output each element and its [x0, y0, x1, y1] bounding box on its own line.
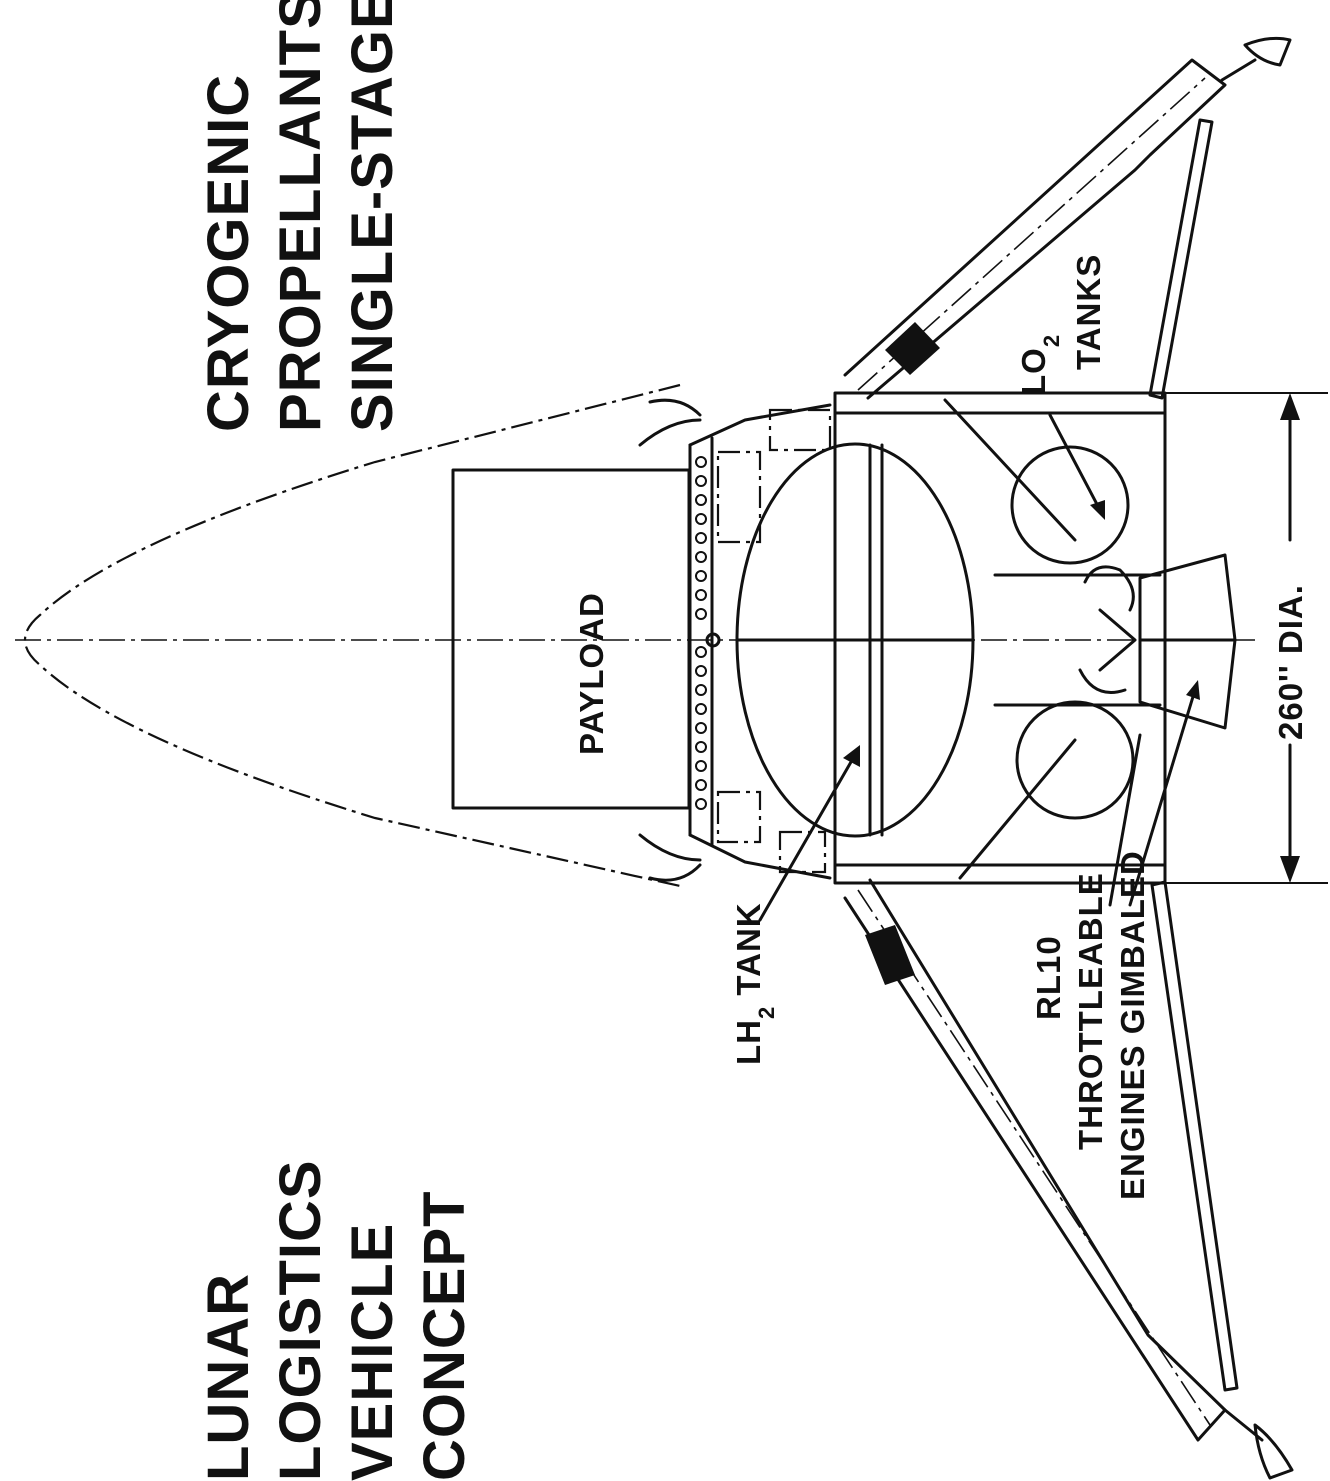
- footpad-upper-right: [1220, 36, 1292, 82]
- rivet: [695, 798, 707, 810]
- payload-label: PAYLOAD: [573, 592, 610, 755]
- lh2-tank-label: LH2 TANK: [730, 902, 779, 1065]
- equipment-box-upper: [716, 450, 762, 544]
- fairing-hinge-lower: [638, 833, 702, 882]
- rivet: [695, 779, 707, 791]
- fairing-hinge-upper: [638, 398, 702, 447]
- leg-upper-collar: [885, 322, 940, 375]
- engine-leader-1: [1108, 733, 1142, 907]
- lo2-leader: [1048, 413, 1102, 512]
- stage-structure: [833, 391, 1167, 885]
- equipment-box-corner-1: [768, 408, 832, 452]
- title-right-line-2: PROPELLANTS: [268, 0, 333, 432]
- engine-plumbing: [1078, 565, 1137, 694]
- rivet: [695, 513, 707, 525]
- engine-leader-2: [1128, 688, 1197, 907]
- rivet: [695, 608, 707, 620]
- equipment-box-corner-2: [778, 830, 827, 874]
- lh2-leader-head: [843, 745, 860, 767]
- lo2-tanks-label: TANKS: [1070, 254, 1107, 370]
- equipment-box-lower: [716, 790, 762, 844]
- rivet: [695, 551, 707, 563]
- title-left-line-2: LOGISTICS: [268, 1159, 333, 1481]
- engine-label-line-3: ENGINES GIMBALED: [1114, 850, 1151, 1200]
- rivet: [695, 475, 707, 487]
- rivet: [695, 684, 707, 696]
- engine-bell-upper: [1138, 553, 1237, 642]
- diameter-arrow-down: [1280, 856, 1300, 883]
- adapter-center-pin: [705, 632, 721, 648]
- title-right-line-1: CRYOGENIC: [196, 74, 261, 432]
- leg-lower-collar: [865, 925, 915, 985]
- engine-bell-lower: [1138, 638, 1237, 730]
- lh2-leader: [758, 753, 857, 922]
- title-left-line-4: CONCEPT: [412, 1190, 477, 1481]
- rivet: [695, 646, 707, 658]
- title-left-line-3: VEHICLE: [340, 1223, 405, 1481]
- diameter-label: 260'' DIA.: [1272, 584, 1309, 740]
- title-right-line-3: SINGLE-STAGE: [340, 0, 405, 432]
- lo2-leader-head: [1090, 500, 1105, 520]
- lo2-strut-upper: [943, 398, 1077, 542]
- payload-box: [451, 468, 691, 810]
- rivet: [695, 760, 707, 772]
- leg-strut-lower-center: [857, 889, 1211, 1426]
- lo2-label: LO2: [1015, 334, 1064, 395]
- engine-label-line-1: RL10: [1030, 935, 1067, 1020]
- shock-strut-upper: [1148, 118, 1214, 400]
- rivet: [695, 456, 707, 468]
- diameter-arrow-up: [1280, 393, 1300, 420]
- rivet: [695, 665, 707, 677]
- adapter-rivets: [695, 456, 707, 810]
- footpad-lower-left: [1223, 1408, 1294, 1480]
- engine-label-line-2: THROTTLEABLE: [1072, 872, 1109, 1150]
- rivet: [695, 589, 707, 601]
- engine-leader-head: [1186, 680, 1200, 700]
- rivet: [695, 532, 707, 544]
- rivet: [695, 703, 707, 715]
- rivet: [695, 570, 707, 582]
- leg-strut-upper: [843, 58, 1227, 400]
- rivet: [695, 494, 707, 506]
- lo2-tank-lower: [1015, 700, 1135, 820]
- rivet: [695, 741, 707, 753]
- lo2-tank-upper: [1010, 445, 1130, 565]
- lo2-strut-lower: [958, 738, 1077, 880]
- title-left-line-1: LUNAR: [196, 1273, 261, 1481]
- shock-strut-lower: [1150, 880, 1239, 1392]
- rivet: [695, 722, 707, 734]
